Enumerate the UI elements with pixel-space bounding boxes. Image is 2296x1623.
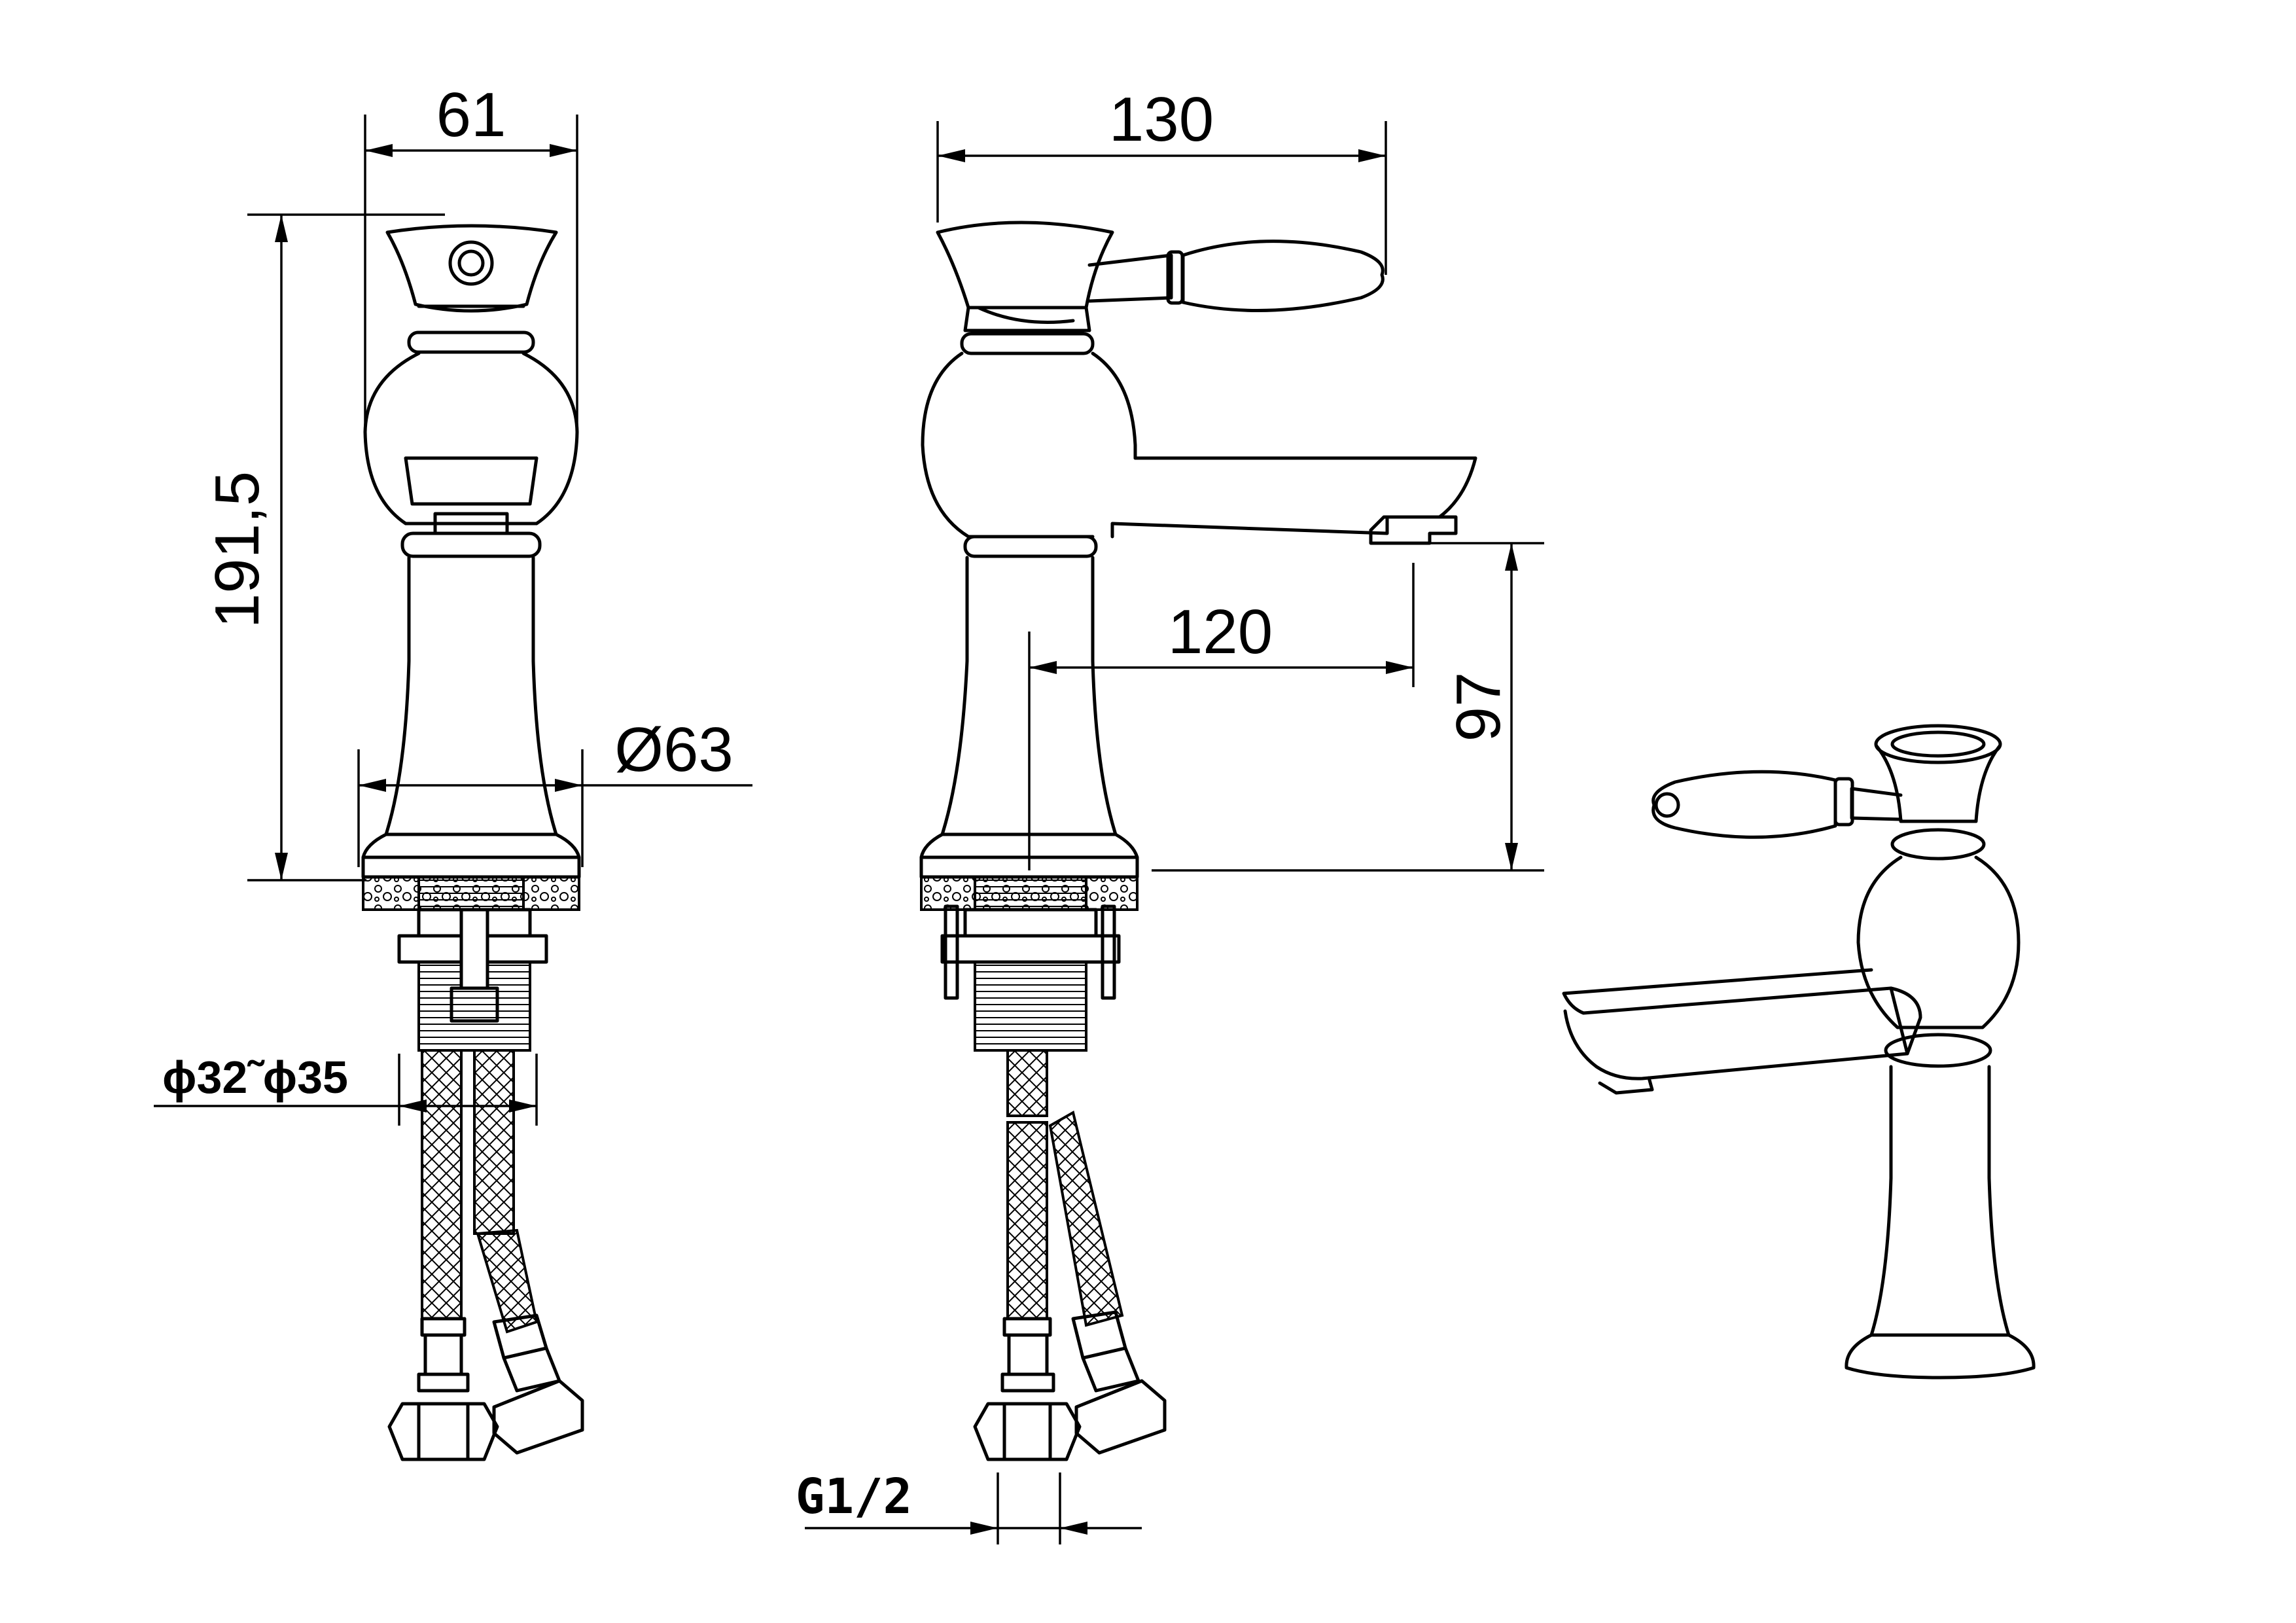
- iso-lever: [1850, 787, 1903, 821]
- isometric-view: [1562, 724, 2036, 1380]
- iso-ring-upper: [1890, 828, 1986, 861]
- front-aerator: [1369, 515, 1458, 545]
- front-nut-right: [1074, 1379, 1167, 1455]
- front-view: 130 120: [796, 84, 1544, 1544]
- dimension-120: 120: [1028, 563, 1415, 870]
- dimension-130: 130: [936, 84, 1387, 275]
- front-nut-left: [973, 1402, 1082, 1461]
- dim-hole-range-label: ϕ32˜ϕ35: [162, 1052, 348, 1103]
- front-mounting-plate: [940, 934, 1121, 964]
- iso-bell-body: [1869, 1065, 2011, 1337]
- side-handle-cap: [448, 240, 494, 286]
- dim-phi63-label: Ø63: [614, 715, 733, 785]
- front-spout: [1110, 456, 1477, 539]
- iso-ring-lower: [1884, 1033, 1992, 1068]
- front-hose-right: [1048, 1110, 1124, 1327]
- front-lever: [1087, 253, 1173, 303]
- iso-ball-body: [1856, 855, 2021, 1029]
- front-handle-cap: [936, 221, 1114, 310]
- front-ring-upper: [960, 332, 1095, 355]
- iso-top-cap: [1874, 724, 2002, 764]
- dim-120-label: 120: [1168, 597, 1273, 667]
- side-nut-right: [492, 1379, 584, 1455]
- dimension-61: 61: [364, 80, 578, 432]
- dim-97-label: 97: [1443, 672, 1513, 742]
- dimension-191-5: 191,5: [202, 213, 445, 882]
- dim-61-label: 61: [436, 80, 506, 150]
- dim-130-label: 130: [1109, 84, 1214, 154]
- front-threaded-shank: [974, 961, 1087, 1052]
- front-ball-body: [921, 351, 1095, 539]
- front-ring-lower: [963, 535, 1098, 558]
- dim-191-5-label: 191,5: [202, 471, 272, 628]
- side-ring-lower: [400, 531, 542, 558]
- iso-aerator: [1598, 1076, 1654, 1095]
- iso-lever-knob: [1651, 770, 1837, 839]
- side-nut-left: [387, 1402, 499, 1461]
- side-ring-upper: [407, 330, 535, 354]
- side-bell-body: [384, 556, 558, 836]
- dimension-hole-range: ϕ32˜ϕ35: [154, 1052, 538, 1126]
- side-hose-right: [473, 1049, 515, 1235]
- iso-spout: [1562, 968, 1922, 1080]
- dimension-g12: G1/2: [796, 1469, 1142, 1544]
- side-handle: [385, 224, 558, 313]
- dimension-phi63: Ø63: [357, 715, 752, 867]
- dimension-97: 97: [1152, 542, 1544, 872]
- side-view: 61 191,5 Ø63: [154, 80, 752, 1461]
- front-hose-left: [1006, 1049, 1048, 1117]
- front-lever-knob: [1181, 240, 1385, 312]
- dim-g12-label: G1/2: [796, 1469, 912, 1525]
- side-ball-body: [363, 351, 579, 526]
- side-hose-left: [421, 1049, 463, 1320]
